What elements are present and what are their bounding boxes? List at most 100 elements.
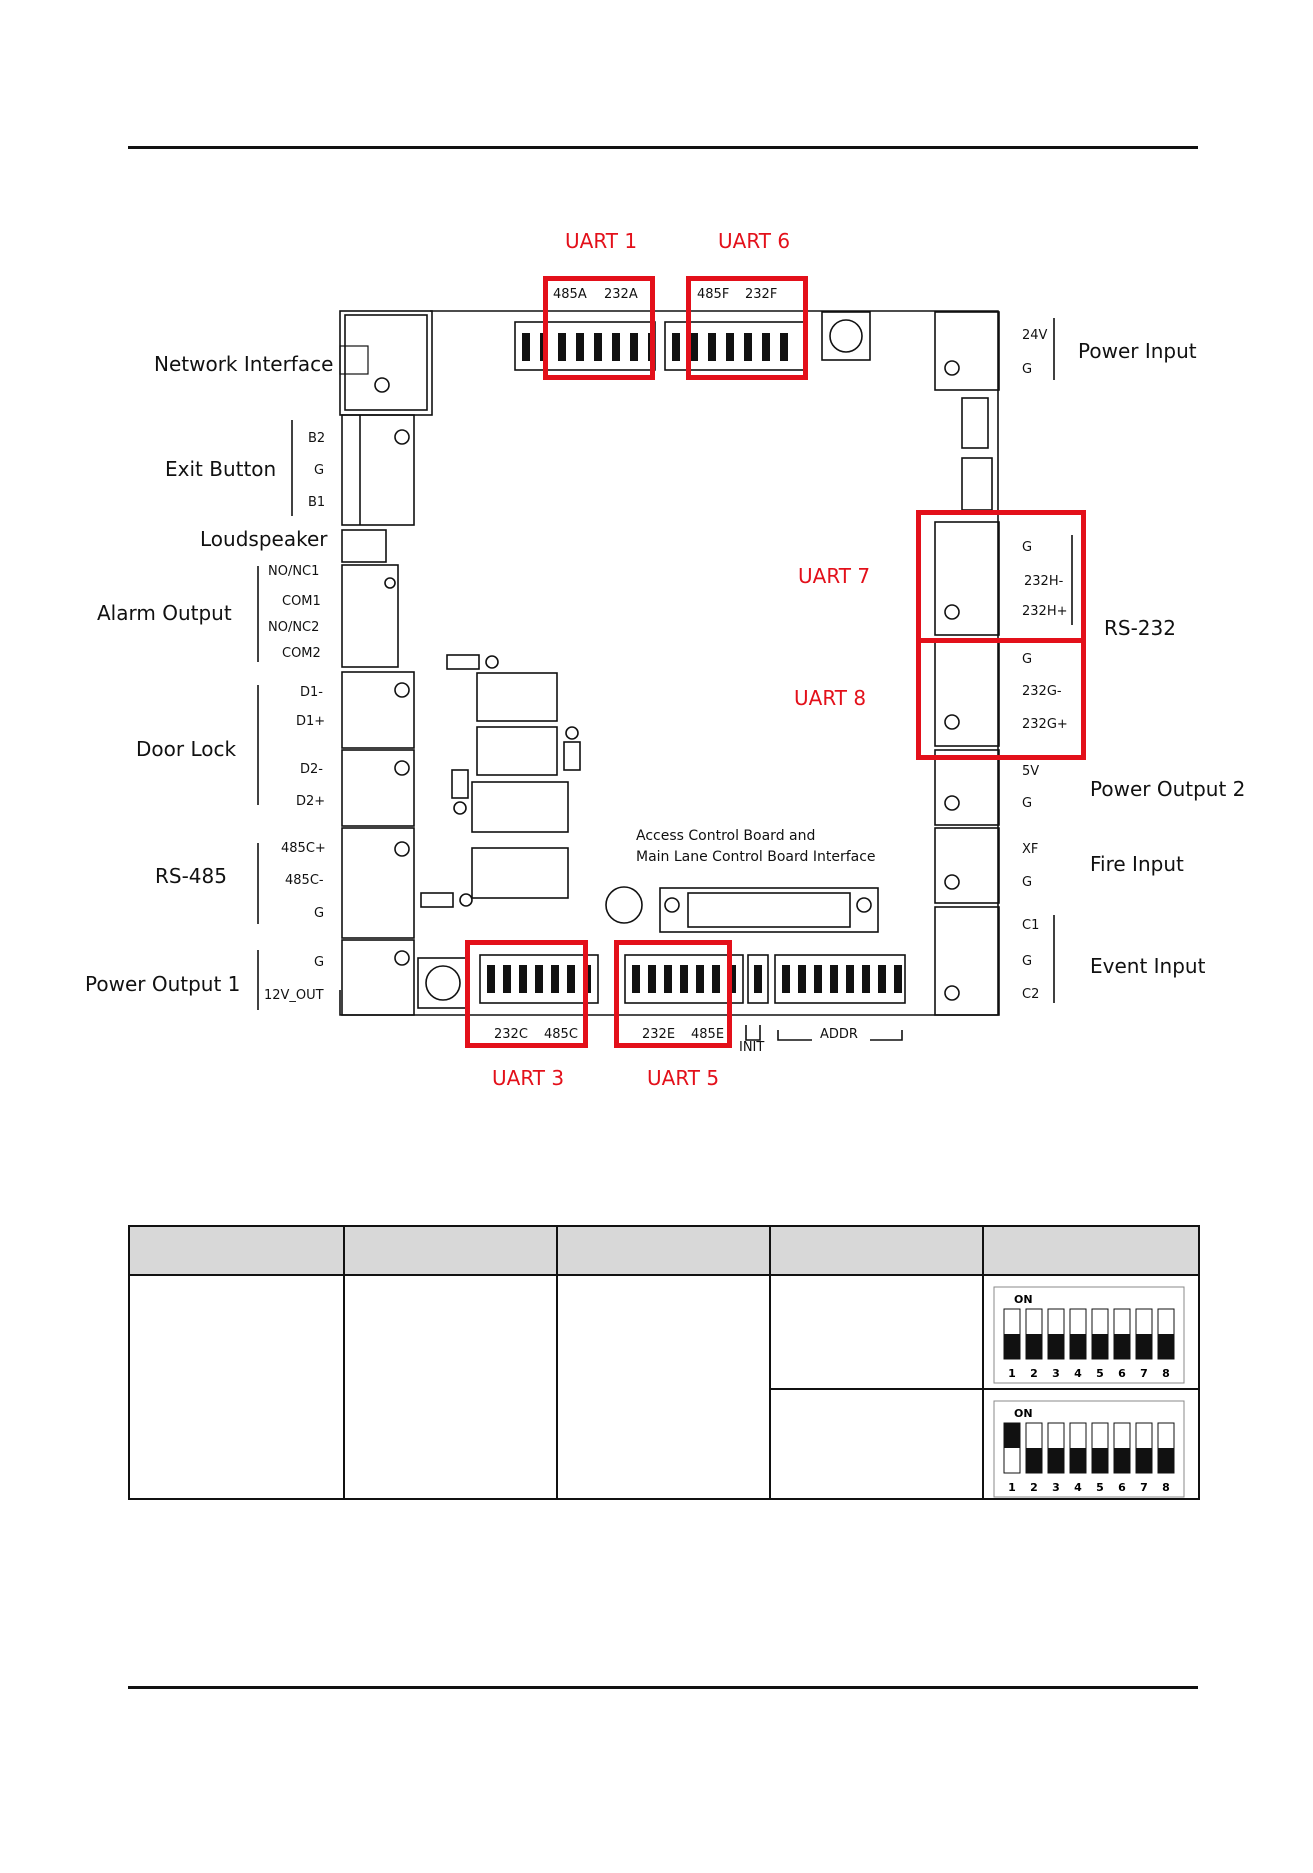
pin-485c-plus: 485C+	[281, 841, 326, 856]
dip-232f: 232F	[745, 287, 778, 302]
top-rule	[128, 146, 1198, 149]
pin-c2: C2	[1022, 987, 1040, 1002]
fire-input-label: Fire Input	[1090, 852, 1184, 876]
pin-g-event: G	[1022, 954, 1033, 969]
pin-com1: COM1	[282, 594, 321, 609]
rs232-label: RS-232	[1104, 616, 1176, 640]
pin-com2: COM2	[282, 646, 321, 661]
pin-g-232h: G	[1022, 540, 1033, 555]
pin-g-exit: G	[314, 463, 325, 478]
alarm-output-label: Alarm Output	[97, 601, 232, 625]
dip-number: 7	[1140, 1481, 1148, 1494]
dip-number: 6	[1118, 1367, 1126, 1380]
dip-knob-off	[1092, 1334, 1108, 1359]
power-input-label: Power Input	[1078, 339, 1197, 363]
dip-number: 3	[1052, 1367, 1060, 1380]
dip-232e: 232E	[642, 1027, 676, 1042]
dip-knob-off	[1158, 1334, 1174, 1359]
dip-on-label: ON	[1014, 1407, 1033, 1420]
dip-knob-off	[1026, 1448, 1042, 1473]
uart6-label: UART 6	[718, 229, 791, 253]
uart6-box	[686, 276, 808, 380]
dip-number: 1	[1008, 1481, 1016, 1494]
col-divider	[556, 1227, 558, 1498]
dip-switch-table: ON 1 2 3 4 5 6 7 8 ON 1 2 3 4 5 6 7 8	[128, 1225, 1200, 1500]
uart8-box	[916, 638, 1086, 760]
pin-no-nc2: NO/NC2	[268, 620, 320, 635]
row-divider	[771, 1388, 1200, 1390]
dip-number: 1	[1008, 1367, 1016, 1380]
dip-number: 3	[1052, 1481, 1060, 1494]
pin-d1-minus: D1-	[300, 685, 323, 700]
dip-number: 6	[1118, 1481, 1126, 1494]
uart1-box	[543, 276, 655, 380]
pin-g-485: G	[314, 906, 325, 921]
uart7-label: UART 7	[798, 564, 871, 588]
event-input-label: Event Input	[1090, 954, 1206, 978]
pin-xf: XF	[1022, 842, 1039, 857]
dip-232c: 232C	[494, 1027, 528, 1042]
dip-frame	[993, 1286, 1185, 1384]
pin-d2-plus: D2+	[296, 794, 326, 809]
pin-c1: C1	[1022, 918, 1040, 933]
dip-number: 4	[1074, 1367, 1082, 1380]
dip-232a: 232A	[604, 287, 638, 302]
door-lock-label: Door Lock	[136, 737, 237, 761]
pin-no-nc1: NO/NC1	[268, 564, 320, 579]
power-output-2-label: Power Output 2	[1090, 777, 1246, 801]
dip-number: 2	[1030, 1367, 1038, 1380]
dip-knob-off	[1092, 1448, 1108, 1473]
pin-b1: B1	[308, 495, 326, 510]
dip-knob-off	[1070, 1334, 1086, 1359]
pin-232h-plus: 232H+	[1022, 604, 1068, 619]
pin-g-po1: G	[314, 955, 325, 970]
power-output-1-label: Power Output 1	[85, 972, 241, 996]
uart8-label: UART 8	[794, 686, 867, 710]
exit-button-label: Exit Button	[165, 457, 277, 481]
pin-232g-plus: 232G+	[1022, 717, 1068, 732]
pin-g-power-in: G	[1022, 362, 1033, 377]
dip-addr: ADDR	[820, 1027, 858, 1042]
pin-g-232g: G	[1022, 652, 1033, 667]
pin-d2-minus: D2-	[300, 762, 323, 777]
pin-5v: 5V	[1022, 764, 1040, 779]
pin-b2: B2	[308, 431, 326, 446]
dip-number: 5	[1096, 1367, 1104, 1380]
dip-knob-off	[1158, 1448, 1174, 1473]
pin-12v-out: 12V_OUT	[264, 988, 324, 1003]
dip-number: 7	[1140, 1367, 1148, 1380]
uart3-label: UART 3	[492, 1066, 565, 1090]
uart5-box	[614, 940, 732, 1048]
dip-number: 4	[1074, 1481, 1082, 1494]
dip-number: 8	[1162, 1481, 1170, 1494]
dip-knob-off	[1048, 1334, 1064, 1359]
pin-g-po2: G	[1022, 796, 1033, 811]
loudspeaker-label: Loudspeaker	[200, 527, 328, 551]
dip-switch-off: ON 1 2 3 4 5 6 7 8	[993, 1286, 1185, 1384]
pin-d1-plus: D1+	[296, 714, 326, 729]
dip-knob-off	[1070, 1448, 1086, 1473]
uart1-label: UART 1	[565, 229, 638, 253]
dip-knob-off	[1136, 1334, 1152, 1359]
dip-number: 2	[1030, 1481, 1038, 1494]
dip-on-label: ON	[1014, 1293, 1033, 1306]
dip-485e: 485E	[691, 1027, 725, 1042]
pin-232h-minus: 232H-	[1024, 574, 1064, 589]
dip-init: INIT	[739, 1040, 765, 1055]
rs485-label: RS-485	[155, 864, 227, 888]
dip-knob-off	[1114, 1334, 1130, 1359]
col-divider	[982, 1227, 984, 1498]
dip-knob-on	[1004, 1423, 1020, 1448]
dip-knob-off	[1114, 1448, 1130, 1473]
bottom-rule	[128, 1686, 1198, 1689]
dip-number: 8	[1162, 1367, 1170, 1380]
pin-485c-minus: 485C-	[285, 873, 324, 888]
interface-line2: Main Lane Control Board Interface	[636, 849, 876, 865]
uart5-label: UART 5	[647, 1066, 720, 1090]
pin-g-fire: G	[1022, 875, 1033, 890]
dip-knob-off	[1026, 1334, 1042, 1359]
dip-knob-off	[1136, 1448, 1152, 1473]
interface-line1: Access Control Board and	[636, 828, 816, 844]
dip-knob-off	[1048, 1448, 1064, 1473]
